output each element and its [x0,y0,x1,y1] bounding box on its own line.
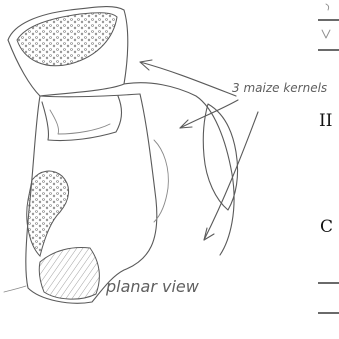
lower-kernel [27,171,100,299]
kernels-label: 3 maize kernels [232,81,327,95]
planar-view-caption: planar view [105,277,200,296]
side-lobes [154,104,238,222]
top-kernel [8,7,128,96]
section-letter: C [320,217,333,237]
roman-numeral: II [319,111,332,131]
top-cut-glyph [322,4,330,38]
stray-mark [4,286,26,292]
middle-kernel [42,96,122,141]
